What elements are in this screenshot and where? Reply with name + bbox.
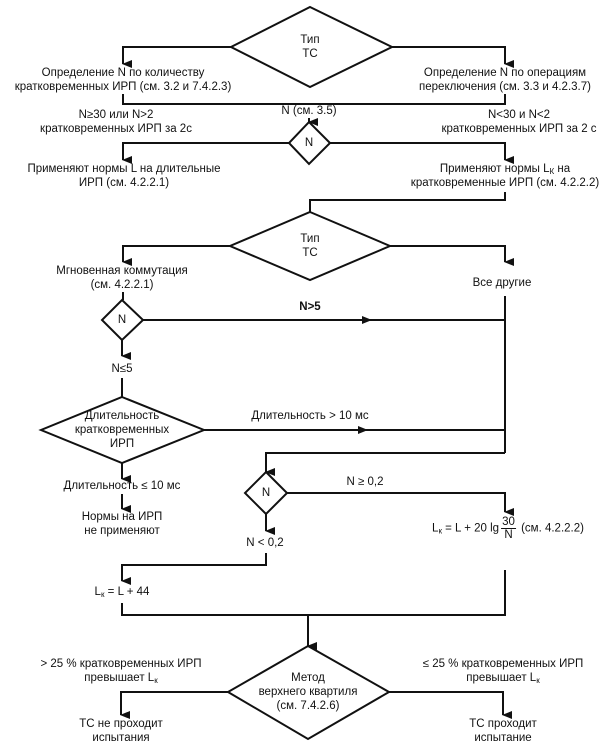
- decision-n-1: [287, 120, 332, 166]
- edge-label-gt25: > 25 % кратковременных ИРП превышает Lк: [40, 657, 201, 685]
- edge-quartile-right: [389, 691, 512, 719]
- label-line: кратковременных ИРП (см. 3.2 и 7.4.2.3): [14, 81, 232, 93]
- label-line: Тип: [300, 233, 320, 245]
- edge-label-n-lt30: N<30 и N<2 кратковременных ИРП за 2 с: [441, 108, 596, 136]
- decision-quartile: [226, 644, 392, 741]
- text: (см. 4.2.2.2): [521, 522, 584, 535]
- node-n-by-switching: Определение N по операциям переключения …: [419, 66, 591, 94]
- node-norms-not-applied: Нормы на ИРП не применяют: [82, 510, 163, 538]
- node-lk-l-plus-44: Lк = L + 44: [94, 586, 150, 599]
- node-all-others: Все другие: [472, 277, 532, 289]
- label-line: Тип: [300, 34, 320, 46]
- edge-label-n-ge30: N≥30 или N>2 кратковременных ИРП за 2с: [40, 108, 192, 136]
- edge-quartile-left: [120, 691, 228, 719]
- arrow-n-gt5: [362, 316, 372, 324]
- subscript: к: [100, 590, 105, 599]
- label-line: ТС не проходит: [79, 718, 163, 730]
- text: на: [554, 163, 571, 175]
- label-line: N<30 и N<2: [487, 109, 551, 121]
- decision-type-ts-1: [228, 5, 395, 89]
- node-apply-short: Применяют нормы LК на кратковременные ИР…: [411, 162, 599, 190]
- edge-to-type2: [309, 192, 506, 212]
- edge-merge-n: [122, 94, 506, 105]
- label-line: Мгновенная коммутация: [56, 265, 188, 277]
- denominator: N: [504, 529, 513, 541]
- edge-type2-right: [390, 245, 514, 266]
- edge-label-dur-le10: Длительность ≤ 10 мс: [63, 480, 181, 492]
- label-line: Применяют нормы LК на: [411, 162, 599, 176]
- edge-label-n-lt02: N < 0,2: [246, 537, 284, 549]
- label-line: кратковременных: [74, 424, 170, 436]
- label-line: ИРП (см. 4.2.2.1): [78, 177, 170, 189]
- text: превышает L: [84, 672, 155, 684]
- label-line: (см. 4.2.2.1): [90, 279, 154, 291]
- label-line: Метод: [291, 672, 325, 684]
- label-line: ≤ 25 % кратковременных ИРП: [422, 658, 584, 670]
- label-line: (см. 7.4.2.6): [276, 700, 340, 712]
- text: Применяют нормы L: [439, 163, 550, 175]
- label-line: кратковременных ИРП за 2 с: [441, 123, 597, 135]
- decision-duration-label: Длительность кратковременных ИРП: [75, 409, 169, 451]
- label-line: не применяют: [84, 525, 160, 537]
- decision-quartile-label: Метод верхнего квартиля (см. 7.4.2.6): [259, 671, 358, 713]
- edge-n3-right: [287, 492, 514, 516]
- subscript: К: [549, 167, 555, 176]
- edge-type1-left: [122, 46, 231, 68]
- edge-trunk-to-n3: [265, 452, 505, 476]
- label-line: испытания: [92, 732, 150, 744]
- numerator: 30: [501, 516, 516, 529]
- edge-n1-left: [122, 142, 289, 164]
- label-line: N≥30 или N>2: [78, 109, 154, 121]
- label-line: ИРП: [109, 438, 135, 450]
- node-n-ref: N (см. 3.5): [281, 105, 337, 117]
- decision-type-ts-2-label: Тип ТС: [300, 232, 319, 260]
- edge-label-dur-gt10: Длительность > 10 мс: [251, 410, 369, 422]
- label-line: ТС проходит: [469, 718, 537, 730]
- label-line: переключения (см. 3.3 и 4.2.3.7): [419, 81, 591, 93]
- text: = L + 20 lg: [441, 522, 500, 535]
- subscript: к: [536, 676, 540, 685]
- label-line: Длительность: [84, 410, 160, 422]
- decision-type-ts-1-label: Тип ТС: [300, 33, 319, 61]
- subscript: к: [154, 676, 158, 685]
- decision-type-ts-2: [227, 210, 393, 282]
- node-n-by-count: Определение N по количеству кратковремен…: [15, 66, 232, 94]
- edge-label-n-ge02: N ≥ 0,2: [346, 476, 384, 488]
- node-instant-switch: Мгновенная коммутация (см. 4.2.2.1): [56, 264, 187, 292]
- node-apply-long: Применяют нормы L на длительные ИРП (см.…: [27, 162, 220, 190]
- edge-label-n-gt5: N>5: [299, 301, 321, 313]
- label-line: кратковременных ИРП за 2с: [40, 123, 192, 135]
- arrow-dur-gt10: [358, 426, 368, 434]
- label-line: > 25 % кратковременных ИРП: [40, 658, 202, 670]
- label-line: Определение N по количеству: [41, 67, 205, 79]
- label-line: ТС: [302, 48, 318, 60]
- label-line: превышает Lк: [40, 671, 201, 685]
- text: = L + 44: [104, 586, 150, 598]
- edge-label-le25: ≤ 25 % кратковременных ИРП превышает Lк: [423, 657, 584, 685]
- label-line: Нормы на ИРП: [81, 511, 163, 523]
- text: превышает L: [466, 672, 537, 684]
- edge-lt02-to-lk44: [121, 553, 267, 585]
- label-line: верхнего квартиля: [258, 686, 358, 698]
- label-line: испытание: [474, 732, 532, 744]
- node-ts-fails: ТС не проходит испытания: [79, 717, 163, 745]
- edge-merge-quartile: [121, 570, 506, 616]
- label-line: Определение N по операциям: [423, 67, 587, 79]
- decision-n-1-label: N: [304, 137, 314, 149]
- decision-n-3-label: N: [261, 487, 271, 499]
- subscript: к: [438, 526, 442, 536]
- edge-label-n-le5: N≤5: [111, 363, 133, 375]
- label-line: превышает Lк: [423, 671, 584, 685]
- label-line: Применяют нормы L на длительные: [27, 163, 221, 175]
- label-line: ТС: [302, 247, 318, 259]
- decision-n-2-label: N: [117, 314, 127, 326]
- edge-type1-right: [392, 46, 514, 68]
- edge-type2-left: [122, 245, 230, 266]
- node-ts-passes: ТС проходит испытание: [469, 717, 537, 745]
- edge-n1-right: [330, 142, 514, 164]
- label-line: кратковременные ИРП (см. 4.2.2.2): [410, 177, 600, 189]
